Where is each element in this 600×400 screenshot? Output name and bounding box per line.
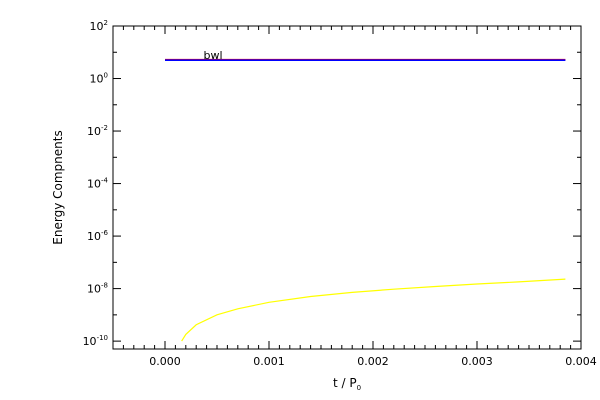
- x-tick-label: 0.002: [357, 355, 389, 368]
- y-tick-label-base: 10: [87, 283, 101, 296]
- y-tick-label-exponent: -8: [101, 282, 108, 290]
- y-tick-label: 10-10: [83, 334, 108, 348]
- x-tick-label: 0.001: [253, 355, 285, 368]
- y-tick-label-base: 10: [87, 178, 101, 191]
- y-tick-label: 102: [90, 19, 108, 33]
- plot-frame: [112, 25, 582, 350]
- y-tick-label-base: 10: [83, 335, 97, 348]
- y-axis-title: Energy Compnents: [51, 130, 65, 244]
- y-tick-label: 10-8: [87, 282, 108, 296]
- y-tick-label-exponent: -4: [101, 177, 109, 185]
- x-tick-label: 0.004: [565, 355, 597, 368]
- y-tick-label-exponent: 0: [104, 72, 108, 80]
- legend-label: bwl: [203, 49, 222, 62]
- y-tick-label-base: 10: [87, 230, 101, 243]
- x-axis-title-subscript: 0: [357, 384, 361, 392]
- y-tick-label: 10-4: [87, 177, 109, 191]
- y-tick-label-base: 10: [90, 20, 104, 33]
- y-tick-label: 10-2: [87, 124, 108, 138]
- y-tick-label-base: 10: [90, 73, 104, 86]
- x-axis-title-main: t / P: [333, 376, 357, 390]
- x-tick-label: 0.000: [149, 355, 181, 368]
- x-axis-title: t / P0: [333, 376, 361, 392]
- x-tick-label: 0.003: [461, 355, 493, 368]
- y-tick-label-exponent: -6: [101, 229, 109, 237]
- y-tick-label: 100: [90, 72, 108, 86]
- y-tick-label: 10-6: [87, 229, 109, 243]
- y-tick-label-exponent: 2: [104, 19, 108, 27]
- y-tick-label-base: 10: [87, 125, 101, 138]
- series-layer: [165, 58, 566, 342]
- y-tick-label-exponent: -10: [97, 334, 108, 342]
- series-line-3: [181, 278, 566, 342]
- y-tick-label-exponent: -2: [101, 124, 108, 132]
